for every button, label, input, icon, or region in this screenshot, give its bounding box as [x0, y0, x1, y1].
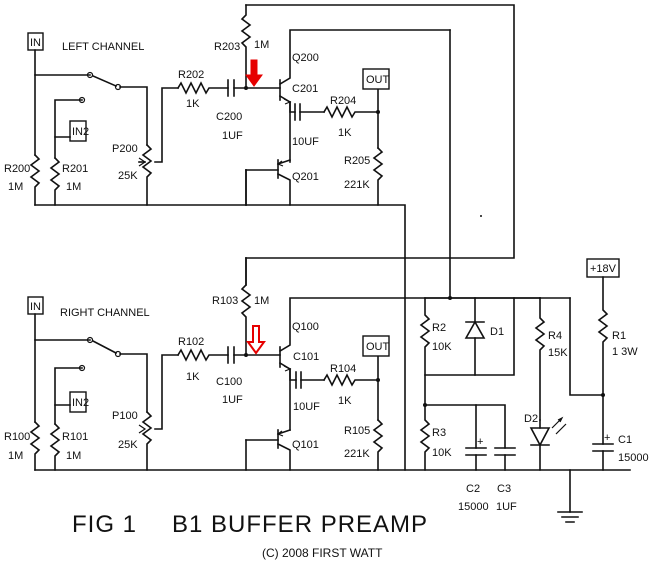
r3-label: R3: [432, 427, 446, 439]
left-channel-heading: LEFT CHANNEL: [62, 41, 144, 53]
left-c201-value: 10UF: [292, 136, 319, 148]
left-r204-label: R204: [330, 95, 356, 107]
c2-plus-sign: +: [477, 436, 483, 448]
right-channel-heading: RIGHT CHANNEL: [60, 307, 150, 319]
right-in2-box: [69, 391, 87, 413]
c2-label: C2: [466, 483, 480, 495]
right-r100-value: 1M: [8, 450, 23, 462]
right-p100-value: 25K: [118, 439, 138, 451]
right-c101-label: C101: [293, 351, 319, 363]
left-r200-label: R200: [4, 163, 30, 175]
right-in2-label: IN2: [72, 397, 89, 409]
left-c200-value: 1UF: [222, 130, 243, 142]
c3-label: C3: [497, 483, 511, 495]
left-c201-label: C201: [292, 83, 318, 95]
power-supply-circuit: R2 10K D1 R3 10K + C2 15000 C3 1UF R4 15…: [245, 4, 649, 523]
right-q101-label: Q101: [292, 439, 319, 451]
right-r102-value: 1K: [186, 371, 200, 383]
left-in-label: IN: [30, 37, 41, 49]
left-red-arrow-marker: [245, 59, 263, 87]
c3-value: 1UF: [496, 501, 517, 513]
r2-value: 10K: [432, 341, 452, 353]
left-r205-value: 221K: [344, 179, 370, 191]
right-r102-label: R102: [178, 336, 204, 348]
left-q200-label: Q200: [292, 52, 319, 64]
supply-label: +18V: [590, 263, 617, 275]
left-r204-value: 1K: [338, 127, 352, 139]
figure-number: FIG 1: [72, 511, 137, 538]
left-r203-value: 1M: [254, 39, 269, 51]
r2-label: R2: [432, 322, 446, 334]
left-r201-label: R201: [62, 163, 88, 175]
c1-plus-sign: +: [604, 432, 610, 444]
d2-label: D2: [524, 413, 538, 425]
r1-value: 1 3W: [612, 346, 638, 358]
right-c100-label: C100: [216, 376, 242, 388]
right-in-label: IN: [30, 301, 41, 313]
left-p200-label: P200: [112, 143, 138, 155]
r4-label: R4: [548, 330, 562, 342]
right-channel-circuit: IN RIGHT CHANNEL IN2 R100 1M R101 1M P10…: [4, 257, 541, 471]
c1-label: C1: [618, 434, 632, 446]
left-r201-value: 1M: [66, 181, 81, 193]
right-r103-value: 1M: [254, 295, 269, 307]
left-in2-label: IN2: [72, 126, 89, 138]
right-out-box: [362, 335, 390, 357]
left-out-box: [362, 68, 390, 90]
right-out-label: OUT: [366, 341, 390, 353]
right-r104-label: R104: [330, 363, 356, 375]
right-red-arrow-marker: [246, 325, 266, 355]
left-channel-circuit: IN LEFT CHANNEL IN2 R200 1M R201 1M P200…: [4, 4, 451, 471]
right-r104-value: 1K: [338, 395, 352, 407]
copyright-text: (C) 2008 FIRST WATT: [262, 546, 383, 560]
r1-label: R1: [612, 330, 626, 342]
c2-value: 15000: [458, 501, 489, 513]
right-q100-label: Q100: [292, 321, 319, 333]
right-r101-label: R101: [62, 431, 88, 443]
left-p200-value: 25K: [118, 170, 138, 182]
right-c100-value: 1UF: [222, 394, 243, 406]
right-p100-label: P100: [112, 410, 138, 422]
left-r203-label: R203: [214, 41, 240, 53]
right-c101-value: 10UF: [293, 401, 320, 413]
left-r202-label: R202: [178, 69, 204, 81]
right-r101-value: 1M: [66, 450, 81, 462]
left-q201-label: Q201: [292, 171, 319, 183]
right-r103-label: R103: [212, 295, 238, 307]
left-r202-value: 1K: [186, 98, 200, 110]
left-r205-label: R205: [344, 155, 370, 167]
r4-value: 15K: [548, 347, 568, 359]
figure-title: B1 BUFFER PREAMP: [172, 511, 428, 538]
d1-label: D1: [490, 326, 504, 338]
right-r100-label: R100: [4, 431, 30, 443]
left-in2-box: [69, 120, 87, 142]
c1-value: 15000: [618, 452, 649, 464]
r3-value: 10K: [432, 447, 452, 459]
right-r105-label: R105: [344, 425, 370, 437]
right-r105-value: 221K: [344, 448, 370, 460]
left-r200-value: 1M: [8, 181, 23, 193]
left-c200-label: C200: [216, 111, 242, 123]
left-out-label: OUT: [366, 74, 390, 86]
